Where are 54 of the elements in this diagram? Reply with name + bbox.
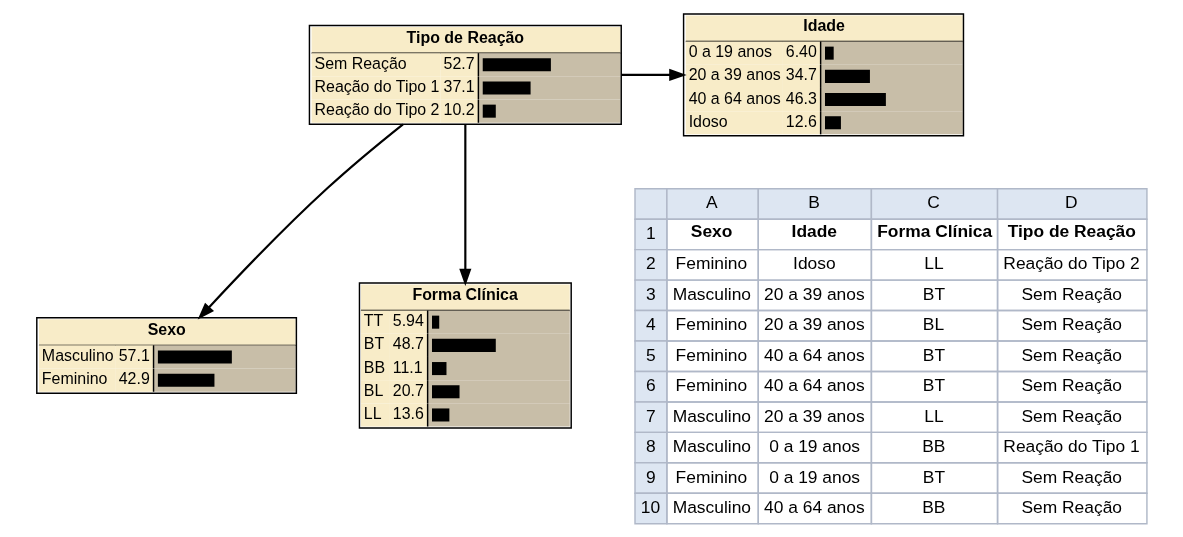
label: Masculino — [672, 405, 752, 426]
label: 6 — [645, 375, 656, 396]
label: Masculino — [672, 283, 752, 304]
label: Sem Reação — [1021, 375, 1123, 396]
label: D — [1064, 192, 1078, 213]
label: BT — [922, 283, 946, 304]
label: Tipo de Reação — [1007, 221, 1136, 242]
label: Sem Reação — [1021, 344, 1123, 365]
label: Feminino — [675, 344, 748, 365]
label: BT — [922, 375, 946, 396]
label: 20 a 39 anos — [764, 405, 865, 426]
label: Sem Reação — [1021, 466, 1123, 487]
label: 20 a 39 anos — [764, 314, 865, 335]
label: 7 — [645, 405, 656, 426]
label: Feminino — [675, 253, 748, 274]
label: Idade — [791, 221, 838, 242]
label: Forma Clínica — [877, 221, 993, 242]
label: Feminino — [675, 466, 748, 487]
label: 20 a 39 anos — [764, 283, 865, 304]
label: 0 a 19 anos — [769, 466, 861, 487]
label: 2 — [645, 253, 656, 274]
label: LL — [924, 405, 944, 426]
label: 9 — [645, 466, 656, 487]
label: Masculino — [672, 497, 752, 517]
label: BB — [922, 436, 946, 457]
label: Sem Reação — [1021, 497, 1123, 517]
label: 3 — [645, 283, 656, 304]
label: 8 — [645, 436, 656, 457]
label: 40 a 64 anos — [764, 497, 865, 517]
label: 1 — [645, 222, 656, 243]
label: Sem Reação — [1021, 405, 1123, 426]
label: 40 a 64 anos — [764, 375, 865, 396]
label: LL — [924, 253, 944, 274]
label: Reação do Tipo 2 — [1003, 253, 1140, 274]
label: Masculino — [672, 436, 752, 457]
label: 4 — [645, 314, 656, 335]
label: BL — [922, 314, 945, 335]
label: A — [706, 192, 718, 213]
label: Sem Reação — [1021, 283, 1123, 304]
label: 40 a 64 anos — [764, 344, 865, 365]
label: BT — [922, 344, 946, 365]
label: Feminino — [675, 375, 748, 396]
label: 5 — [645, 344, 656, 365]
label: Feminino — [675, 314, 748, 335]
label: BT — [922, 466, 946, 487]
label: Reação do Tipo 1 — [1003, 436, 1140, 457]
label: C — [927, 192, 940, 213]
label: Idoso — [793, 253, 836, 274]
label: 10 — [640, 497, 661, 517]
label: B — [808, 192, 820, 213]
label: Sem Reação — [1021, 314, 1123, 335]
label: BB — [922, 497, 946, 517]
label: 0 a 19 anos — [769, 436, 861, 457]
label: Sexo — [690, 221, 733, 242]
